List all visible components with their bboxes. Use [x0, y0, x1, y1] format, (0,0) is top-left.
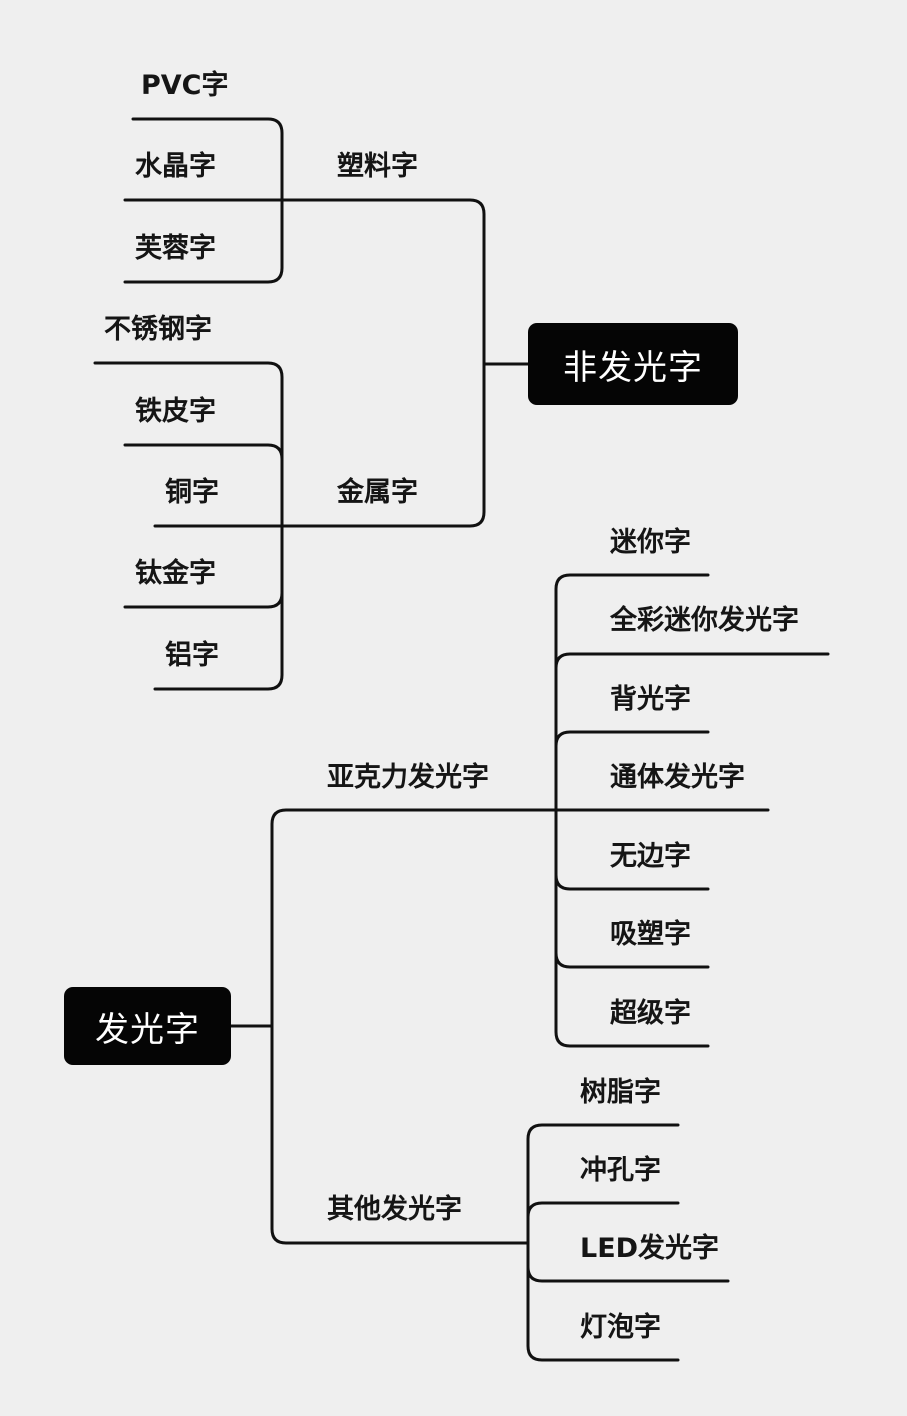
leaf-mini: 迷你字 — [610, 527, 691, 558]
leaf-crystal: 水晶字 — [135, 151, 216, 182]
leaf-hibiscus: 芙蓉字 — [135, 233, 216, 264]
root-node-luminous: 发光字 — [64, 987, 231, 1065]
leaf-full-body: 通体发光字 — [610, 762, 745, 793]
category-other: 其他发光字 — [327, 1194, 462, 1225]
leaf-borderless: 无边字 — [610, 841, 691, 872]
connector-lum-trunk — [270, 808, 558, 1245]
leaf-stainless: 不锈钢字 — [104, 314, 212, 345]
connector-metal-tick-3 — [123, 591, 284, 609]
connector-metal-tick-1 — [123, 443, 284, 461]
leaf-led: LED发光字 — [580, 1233, 720, 1264]
leaf-backlit: 背光字 — [610, 684, 691, 715]
connector-acrylic-tick-2 — [554, 730, 710, 748]
root-node-non-luminous: 非发光字 — [528, 323, 738, 405]
category-acrylic: 亚克力发光字 — [327, 762, 489, 793]
category-plastic: 塑料字 — [337, 151, 418, 182]
connector-metal-bracket — [93, 361, 284, 691]
leaf-titanium: 钛金字 — [135, 558, 216, 589]
connector-other-tick-1 — [526, 1201, 680, 1219]
connector-acrylic-tick-5 — [554, 951, 710, 969]
connector-nonlum-trunk — [153, 198, 486, 528]
leaf-bulb: 灯泡字 — [580, 1312, 661, 1343]
leaf-tinplate: 铁皮字 — [135, 396, 216, 427]
leaf-punched: 冲孔字 — [580, 1155, 661, 1186]
leaf-resin: 树脂字 — [580, 1077, 661, 1108]
leaf-super: 超级字 — [610, 998, 691, 1029]
category-metal: 金属字 — [337, 477, 418, 508]
leaf-copper: 铜字 — [165, 477, 219, 508]
leaf-fullcolor-mini: 全彩迷你发光字 — [610, 605, 799, 636]
connector-other-tick-2 — [526, 1265, 730, 1283]
connector-acrylic-tick-4 — [554, 873, 710, 891]
leaf-pvc: PVC字 — [141, 70, 229, 101]
leaf-aluminum: 铝字 — [165, 640, 219, 671]
leaf-blister: 吸塑字 — [610, 919, 691, 950]
connector-acrylic-tick-1 — [554, 652, 830, 670]
connector-other-bracket — [526, 1123, 680, 1362]
